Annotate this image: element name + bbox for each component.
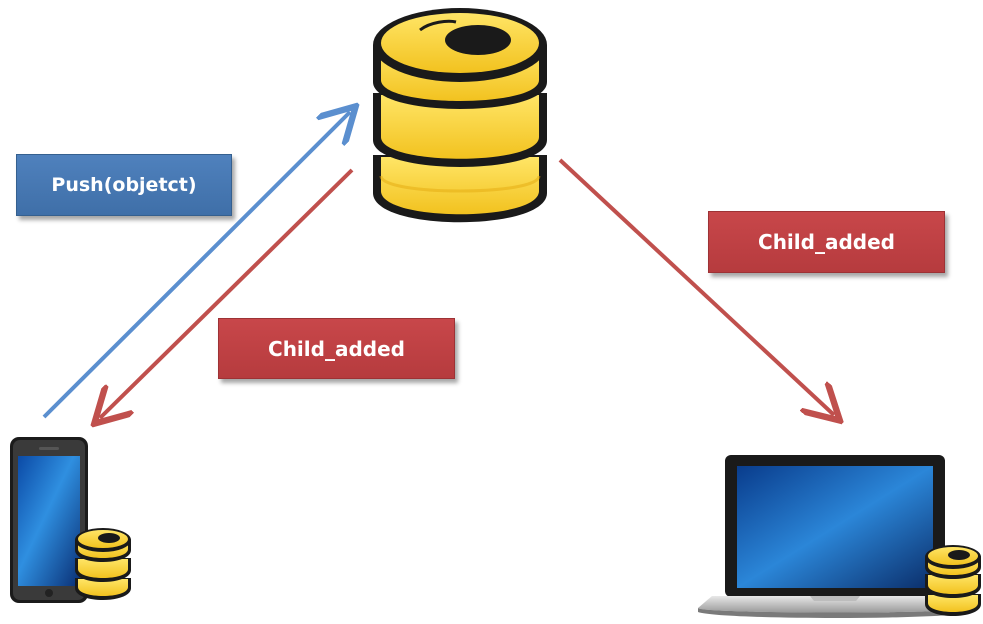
push-label: Push(objetct): [16, 154, 232, 216]
child-added-label-left-text: Child_added: [268, 336, 405, 361]
child-added-arrow-to-laptop: [558, 158, 834, 415]
push-arrow: [42, 112, 350, 419]
push-label-text: Push(objetct): [51, 174, 197, 196]
database-icon: [373, 8, 547, 223]
child-added-label-right-text: Child_added: [758, 230, 895, 254]
child-added-arrow-to-phone: [100, 168, 354, 418]
laptop-icon: [698, 455, 972, 618]
child-added-label-left: Child_added: [218, 318, 455, 379]
phone-database-icon: [75, 528, 131, 600]
laptop-database-icon: [925, 545, 981, 616]
child-added-label-right: Child_added: [708, 211, 945, 273]
smartphone-icon: [10, 437, 88, 603]
